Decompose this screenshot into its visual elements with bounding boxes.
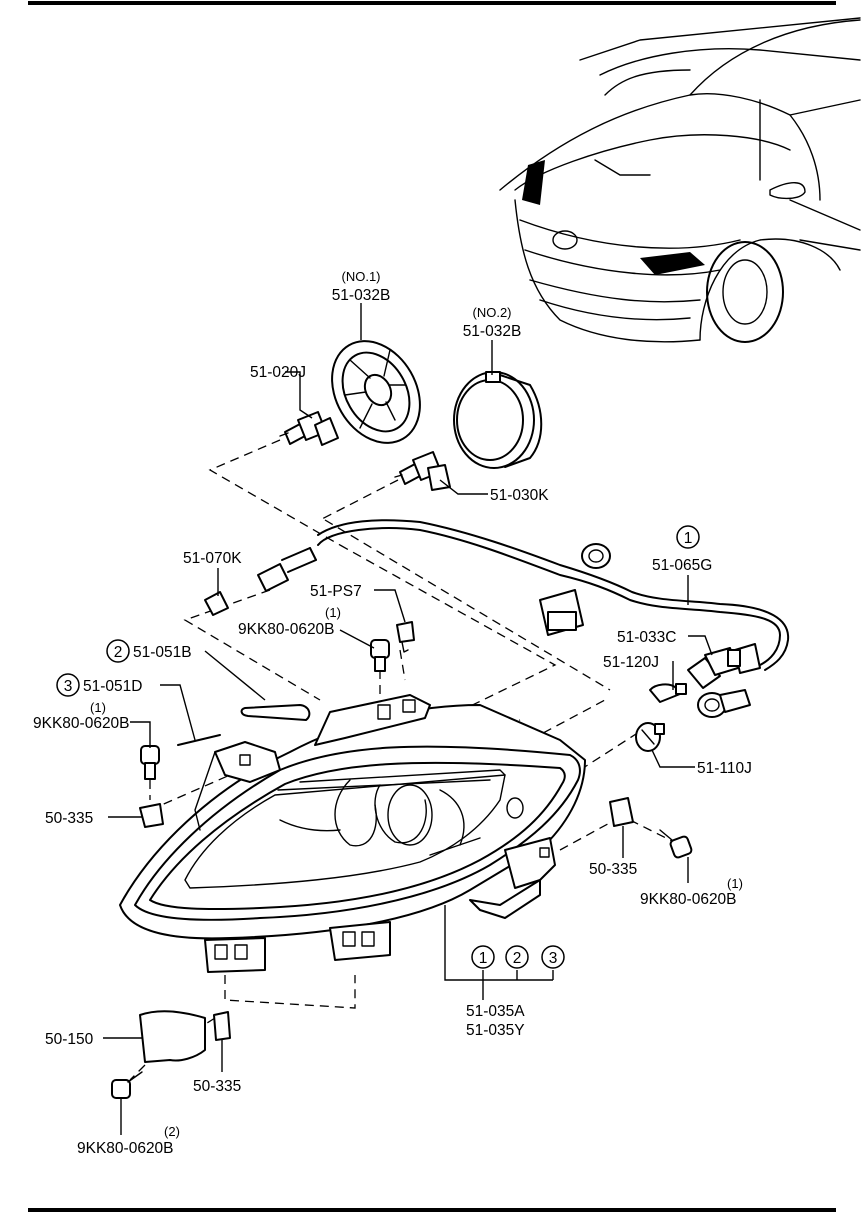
callout-number: 2 [513,950,522,967]
label-50-150: 50-150 [45,1031,94,1048]
seal-51-051d [177,734,221,746]
clip-50-335-bottom [213,1011,231,1041]
label-9kk80-0620b-upper: 9KK80-0620B [238,621,335,638]
cover-50-150 [139,1010,206,1063]
bulb-socket-lower [697,689,751,718]
callout-circle-051d: 3 [56,673,80,697]
label-51-ps7: 51-PS7 [310,583,362,600]
label-51-020j: 51-020J [250,364,306,381]
label-9kk80-0620b-left: 9KK80-0620B [33,715,130,732]
label-no2: (NO.2) [473,305,512,320]
callout-number: 3 [549,950,558,967]
label-51-035a: 51-035A [466,1003,525,1020]
bulb-51-070k [204,547,317,616]
label-qty-2: (2) [164,1124,180,1139]
label-51-120j: 51-120J [603,654,659,671]
bulb-51-020j [279,411,339,446]
callout-number: 2 [114,644,123,661]
bolt-upper [370,639,390,672]
label-50-335-right: 50-335 [589,861,637,878]
callout-circle-035-1: 1 [471,945,495,969]
label-qty-1-upper: (1) [325,605,341,620]
callout-circle-051b: 2 [106,639,130,663]
wiring-harness-51-065g [317,519,790,674]
label-51-033c: 51-033C [617,629,676,646]
label-51-030k: 51-030K [490,487,549,504]
bolt-left [140,745,160,780]
label-50-335-left: 50-335 [45,810,93,827]
vehicle-locator-illustration [499,17,861,343]
callout-number: 3 [64,678,73,695]
callout-circle-035-2: 2 [505,945,529,969]
label-51-065g: 51-065G [652,557,712,574]
leader-lines [103,303,713,1135]
label-qty-1-right: (1) [727,876,743,891]
bolt-bottom [111,1071,143,1099]
clip-50-335-right [609,797,634,827]
headlamp-unit [119,694,586,973]
label-no1: (NO.1) [342,269,381,284]
label-51-051d: 51-051D [83,678,142,695]
bulb-51-033c [687,647,741,689]
label-9kk80-0620b-bottom: 9KK80-0620B [77,1140,174,1157]
callout-number: 1 [684,530,693,547]
callout-number: 1 [479,950,488,967]
label-51-032b-no2: 51-032B [463,323,522,340]
label-51-051b: 51-051B [133,644,192,661]
label-qty-1-left: (1) [90,700,106,715]
callout-circle-035-3: 3 [541,945,565,969]
socket-cover-no2 [453,371,543,469]
bolt-right [659,829,693,859]
label-9kk80-0620b-right: 9KK80-0620B [640,891,737,908]
bulb-51-030k [394,451,451,491]
seal-51-051b [240,704,311,721]
callout-circle-065g: 1 [676,525,700,549]
label-51-070k: 51-070K [183,550,242,567]
label-51-032b-no1: 51-032B [332,287,391,304]
label-50-335-bottom: 50-335 [193,1078,241,1095]
bulb-51-110j [635,722,665,752]
clip-51-ps7 [396,621,415,653]
bulb-51-120j [649,683,687,703]
socket-cover-no1 [331,340,421,444]
label-51-035y: 51-035Y [466,1022,525,1039]
label-51-110j: 51-110J [697,760,752,777]
clip-50-335-left [139,803,164,828]
